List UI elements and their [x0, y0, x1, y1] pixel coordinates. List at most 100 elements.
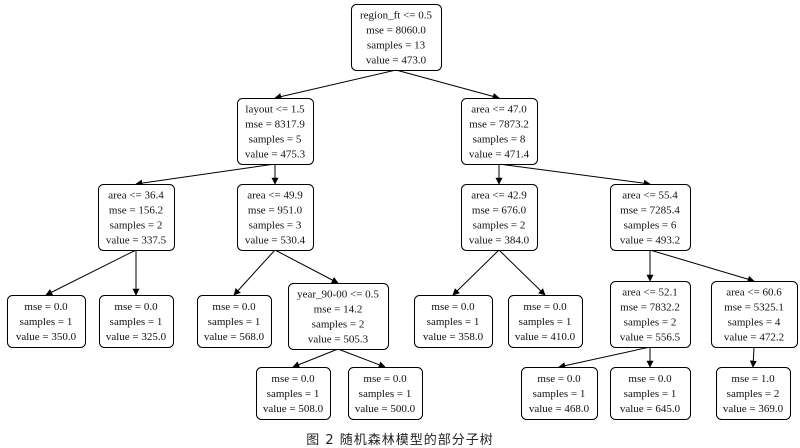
tree-node-line: value = 472.2: [724, 331, 784, 343]
tree-node-n19: mse = 1.0 samples = 2 value = 369.0: [716, 367, 791, 420]
tree-node-box: [610, 281, 691, 348]
tree-node-line: value = 473.0: [366, 54, 427, 66]
tree-node-line: mse = 0.0: [212, 301, 256, 313]
tree-node-line: samples = 1: [20, 316, 73, 328]
tree-node-line: mse = 0.0: [114, 301, 158, 313]
tree-node-line: area <= 36.4: [108, 189, 164, 201]
tree-node-box: [288, 283, 389, 350]
tree-node-line: mse = 0.0: [628, 373, 672, 385]
tree-node-line: mse = 1.0: [731, 373, 775, 385]
tree-node-line: area <= 60.6: [726, 286, 782, 298]
node-layer: region_ft <= 0.5 mse = 8060.0 samples = 13…: [7, 4, 798, 420]
edge-arrow-n2-n6: [498, 163, 651, 187]
tree-node-line: samples = 2: [110, 219, 163, 231]
edge-arrow-n6-n14: [649, 249, 755, 283]
tree-node-box: [414, 295, 493, 348]
tree-node-line: mse = 8060.0: [366, 24, 426, 36]
tree-node-line: samples = 6: [624, 219, 677, 231]
tree-node-line: samples = 5: [249, 133, 302, 145]
tree-node-line: mse = 676.0: [472, 204, 527, 216]
tree-node-n1: layout <= 1.5 mse = 8317.9 samples = 5 valu…: [237, 98, 314, 165]
tree-node-box: [99, 295, 174, 348]
tree-node-line: mse = 156.2: [109, 204, 163, 216]
tree-node-line: mse = 0.0: [24, 301, 68, 313]
tree-node-line: value = 568.0: [204, 331, 265, 343]
tree-node-line: mse = 14.2: [314, 303, 363, 315]
tree-node-line: value = 556.5: [620, 331, 681, 343]
tree-node-line: value = 475.3: [245, 148, 306, 160]
tree-node-n18: mse = 0.0 samples = 1 value = 645.0: [610, 367, 691, 420]
tree-node-line: mse = 7873.2: [469, 118, 529, 130]
tree-node-line: area <= 42.9: [471, 189, 527, 201]
tree-node-box: [610, 367, 691, 420]
tree-node-line: area <= 47.0: [471, 103, 527, 115]
tree-node-box: [461, 184, 538, 251]
tree-node-line: area <= 55.4: [622, 189, 678, 201]
tree-node-line: region_ft <= 0.5: [360, 9, 432, 21]
edge-arrow-n10-n15: [292, 348, 339, 368]
tree-node-line: value = 471.4: [469, 148, 530, 160]
tree-node-line: area <= 52.1: [622, 286, 677, 298]
tree-node-box: [197, 295, 272, 348]
tree-node-line: value = 410.0: [515, 331, 576, 343]
edge-arrow-n5-n11: [452, 249, 500, 296]
tree-node-line: value = 505.3: [308, 333, 369, 345]
tree-node-line: value = 645.0: [620, 403, 681, 415]
tree-node-line: value = 530.4: [245, 234, 306, 246]
tree-node-line: mse = 0.0: [537, 373, 581, 385]
edge-arrow-n1-n3: [135, 163, 276, 187]
tree-node-box: [508, 295, 583, 348]
tree-node-n7: mse = 0.0 samples = 1 value = 350.0: [7, 295, 86, 348]
tree-node-n17: mse = 0.0 samples = 1 value = 468.0: [521, 367, 598, 420]
tree-node-n3: area <= 36.4 mse = 156.2 samples = 2 value …: [98, 184, 175, 251]
tree-node-line: samples = 2: [727, 388, 780, 400]
tree-node-line: layout <= 1.5: [245, 103, 305, 115]
edge-arrow-n5-n12: [498, 249, 546, 296]
tree-node-box: [610, 184, 691, 251]
edge-arrow-n0-n1: [274, 69, 397, 100]
tree-node-line: mse = 0.0: [523, 301, 567, 313]
tree-node-line: mse = 7832.2: [620, 301, 680, 313]
tree-node-line: samples = 8: [473, 133, 526, 145]
tree-node-n0: region_ft <= 0.5 mse = 8060.0 samples = 13…: [351, 4, 442, 71]
edge-arrow-n14-n19: [749, 346, 757, 368]
tree-node-line: mse = 0.0: [363, 373, 407, 385]
tree-node-line: mse = 951.0: [248, 204, 303, 216]
tree-node-line: value = 350.0: [16, 331, 77, 343]
edge-arrow-n10-n16: [337, 348, 386, 369]
tree-node-line: mse = 8317.9: [245, 118, 305, 130]
tree-node-box: [351, 4, 442, 71]
tree-node-line: samples = 1: [624, 388, 677, 400]
tree-node-box: [256, 367, 331, 420]
edge-layer: [45, 69, 757, 370]
tree-node-box: [348, 367, 423, 420]
tree-node-line: value = 337.5: [106, 234, 167, 246]
tree-node-n12: mse = 0.0 samples = 1 value = 410.0: [508, 295, 583, 348]
edge-arrow-n4-n9: [233, 249, 276, 296]
tree-node-line: value = 358.0: [423, 331, 484, 343]
edge-arrow-n3-n7: [45, 249, 137, 296]
edge-arrow-n4-n10: [274, 249, 339, 284]
tree-node-line: samples = 13: [367, 39, 426, 51]
tree-node-box: [716, 367, 791, 420]
tree-node-line: value = 493.2: [620, 234, 680, 246]
tree-node-line: mse = 5325.1: [724, 301, 784, 313]
tree-node-line: samples = 1: [533, 388, 586, 400]
tree-node-line: value = 369.0: [723, 403, 784, 415]
figure-caption: 图 2 随机森林模型的部分子树: [306, 433, 494, 448]
tree-node-box: [711, 281, 798, 348]
tree-node-line: value = 468.0: [529, 403, 590, 415]
tree-node-line: samples = 1: [519, 316, 572, 328]
tree-node-box: [237, 98, 314, 165]
